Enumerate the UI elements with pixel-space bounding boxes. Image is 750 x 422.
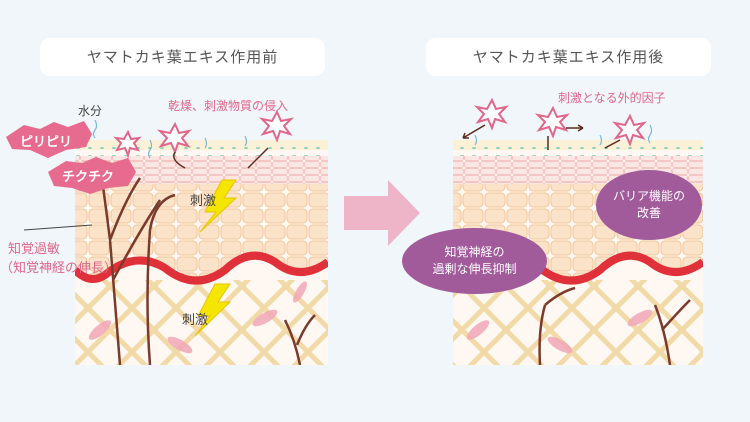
chikuchiku-label: チクチク: [62, 170, 115, 185]
piripiri-burst: [6, 121, 92, 158]
lightning-bottom: [194, 283, 232, 337]
before-cause-label: 乾燥、刺激物質の侵入: [168, 99, 289, 113]
transition-arrow: [344, 180, 420, 246]
after-title: ヤマトカキ葉エキス作用後: [426, 38, 711, 76]
before-title: ヤマトカキ葉エキス作用前: [40, 38, 325, 76]
chikuchiku-burst: [48, 157, 136, 194]
hypersensitivity-label: 知覚過敏: [8, 242, 61, 257]
suppression-line1: 知覚神経の: [444, 245, 505, 259]
suppression-bubble: 知覚神経の過剰な伸長抑制: [402, 228, 547, 294]
suppression-line2: 過剰な伸長抑制: [432, 262, 517, 276]
stimulus-bottom-label: 刺激: [182, 313, 209, 328]
after-stimulus-stars: [473, 97, 648, 147]
stimulus-top-label: 刺激: [190, 194, 217, 209]
before-nerves: [98, 164, 316, 365]
after-cause-label: 刺激となる外的因子: [558, 91, 666, 105]
after-nerves: [538, 286, 691, 365]
barrier-line1: バリア機能の: [612, 189, 685, 203]
lightning-top: [199, 179, 238, 233]
water-label: 水分: [78, 104, 103, 118]
piripiri-label: ピリピリ: [20, 135, 73, 150]
barrier-bubble: バリア機能の改善: [596, 170, 702, 240]
nerve-growth-label: （知覚神経の伸長）: [0, 261, 118, 276]
barrier-line2: 改善: [636, 206, 661, 220]
